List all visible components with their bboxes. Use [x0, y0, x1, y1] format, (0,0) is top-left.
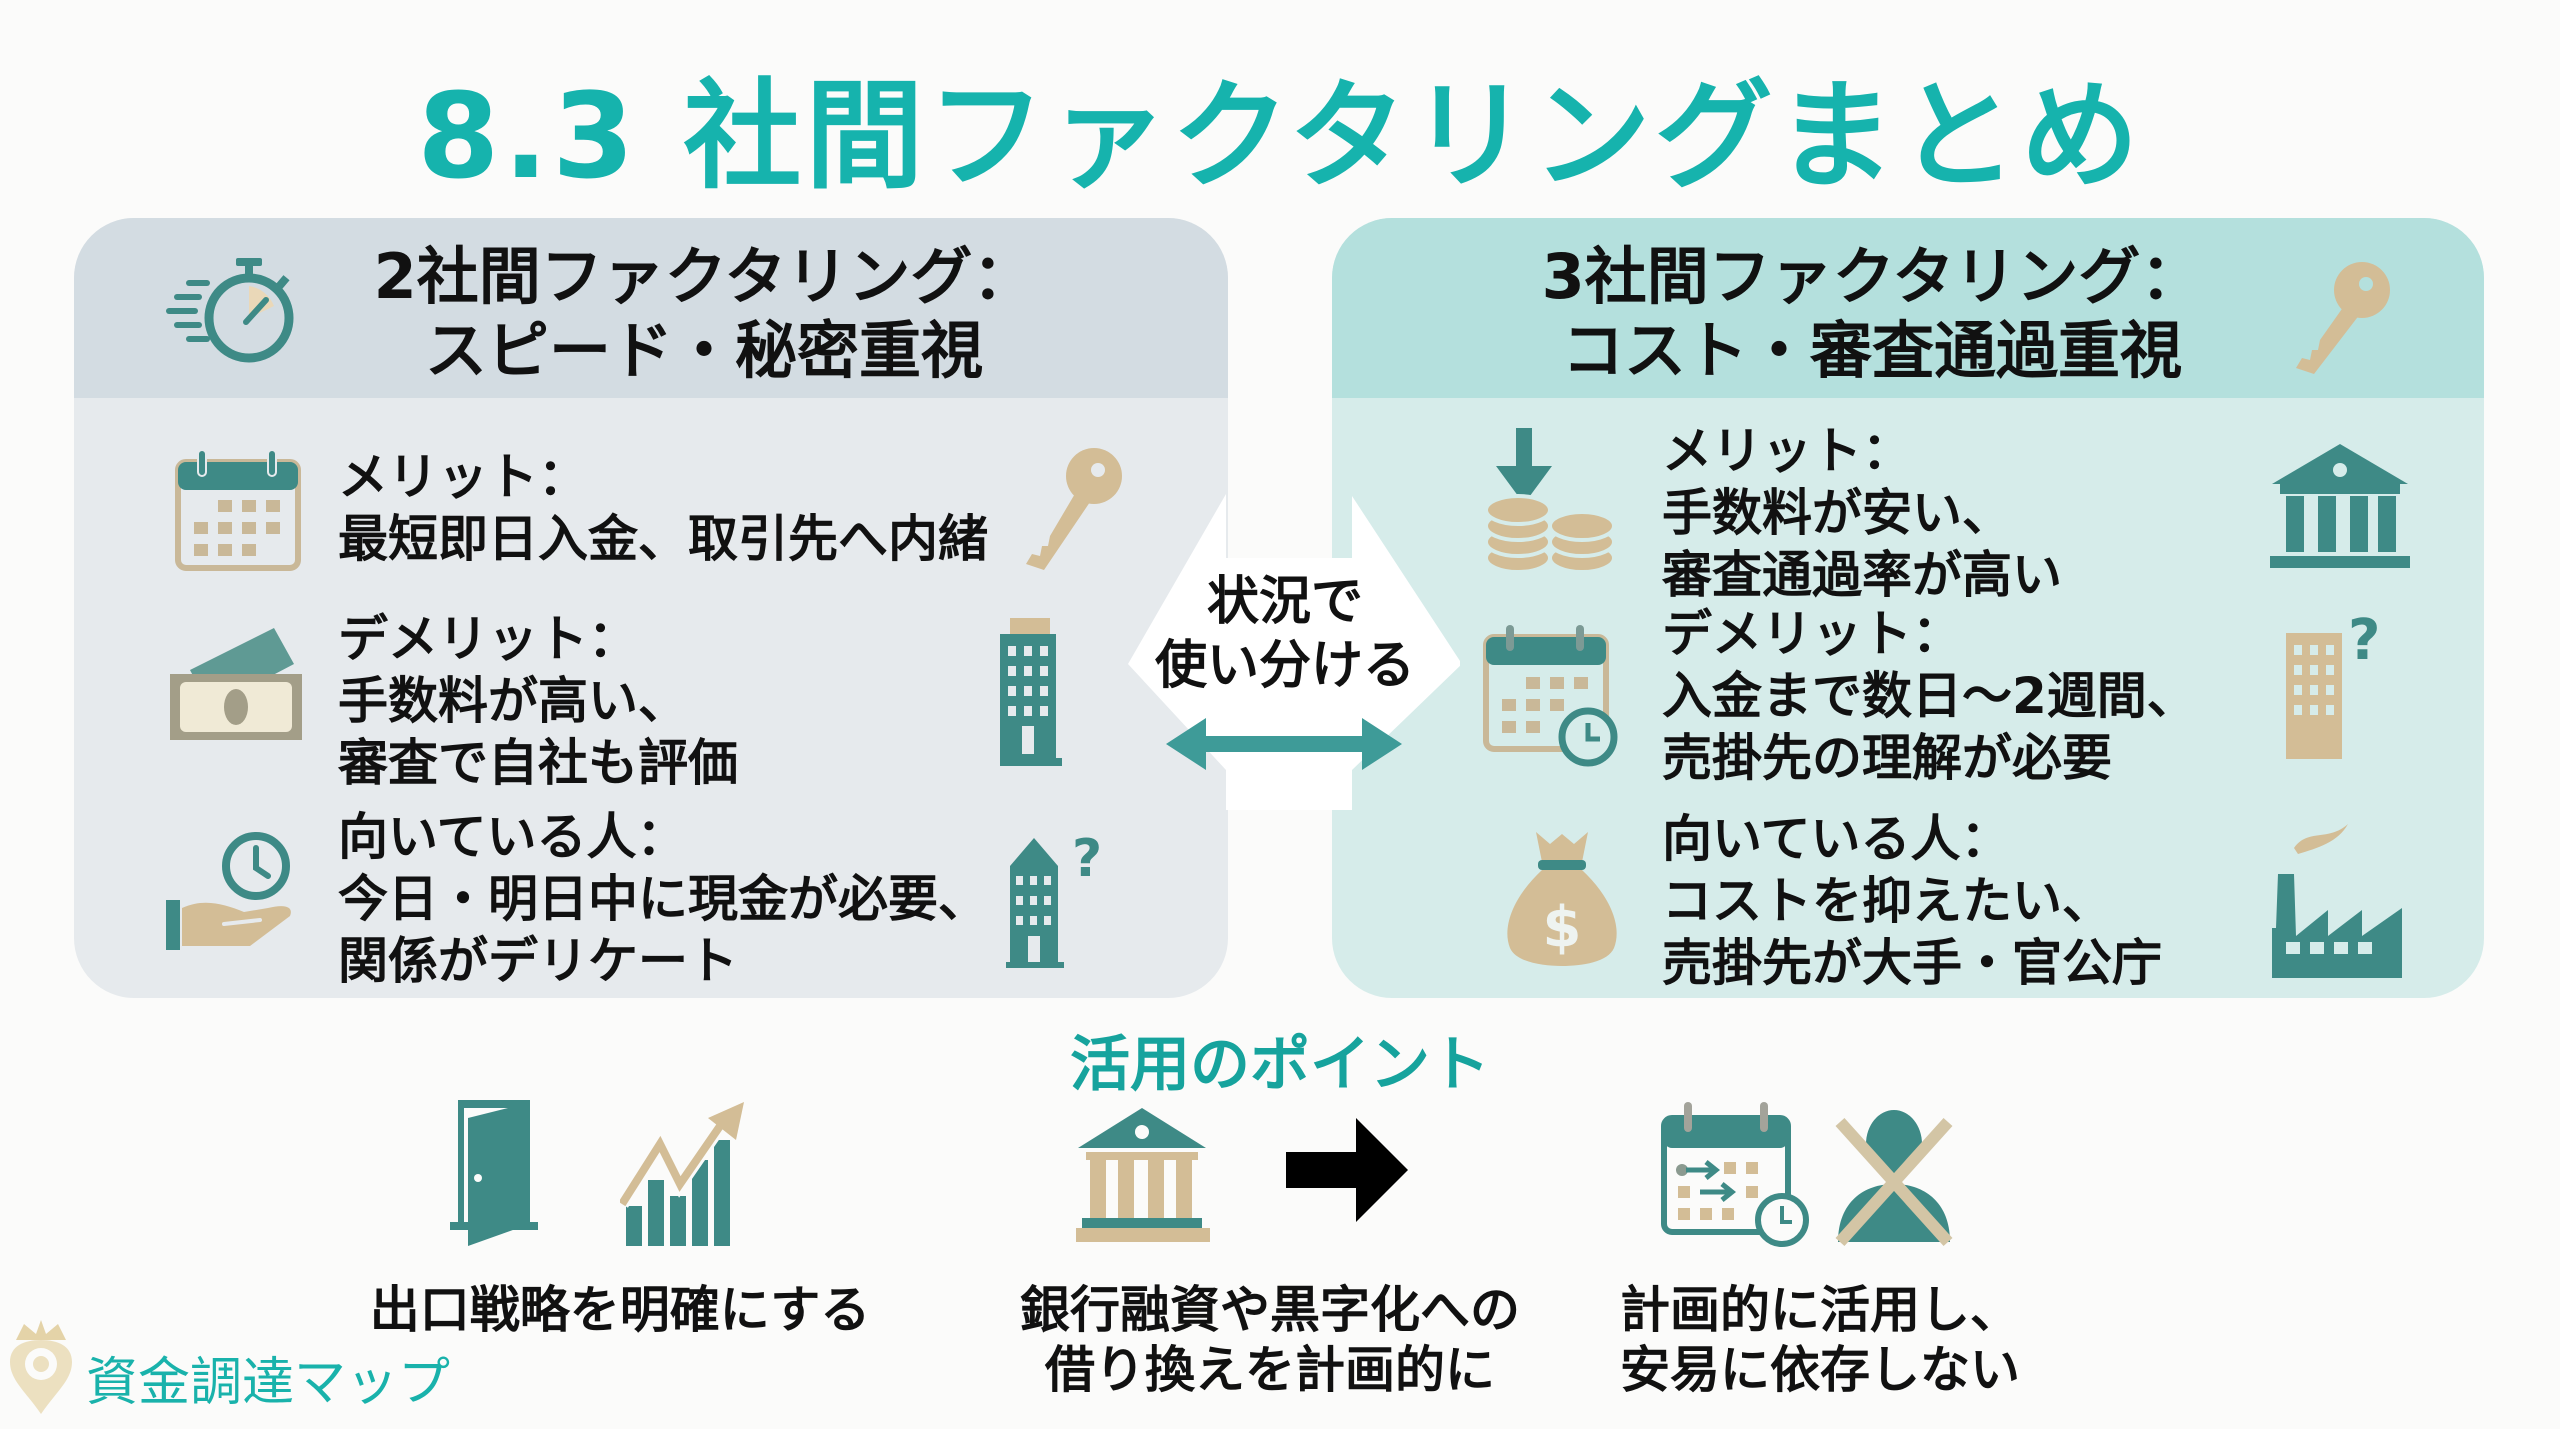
crown-pin-icon: [10, 1320, 72, 1414]
cash-bills-icon: [170, 628, 302, 740]
panel-header: 2社間ファクタリング： スピード・秘密重視: [74, 218, 1228, 398]
panel-header: 3社間ファクタリング： コスト・審査通過重視: [1332, 218, 2484, 398]
svg-text:$: $: [1543, 895, 1582, 960]
coins-down-arrow-icon: [1484, 428, 1616, 574]
growth-chart-icon: [620, 1102, 744, 1246]
point-item-planned-use: 計画的に活用し、 安易に依存しない: [1600, 1100, 2040, 1400]
merit-text: メリット： 手数料が安い、 審査通過率が高い: [1662, 422, 2062, 604]
point-text: 銀行融資や黒字化への 借り換えを計画的に: [1020, 1281, 1520, 1399]
point-text: 計画的に活用し、 安易に依存しない: [1620, 1281, 2020, 1399]
double-arrow-icon: [1166, 718, 1402, 770]
point-text: 出口戦略を明確にする: [369, 1281, 871, 1339]
demerit-text: デメリット： 入金まで数日〜2週間、 売掛先の理解が必要: [1662, 605, 2197, 787]
stopwatch-icon: [166, 258, 294, 363]
calendar-clock-icon: [1483, 625, 1618, 767]
building-question-icon: ?: [2286, 613, 2380, 759]
panel-title: 2社間ファクタリング： スピード・秘密重視: [373, 240, 1035, 387]
center-label: 状況で 使い分ける: [1154, 572, 1415, 696]
key-icon: [1026, 448, 1122, 570]
door-icon: [450, 1100, 538, 1246]
schedule-calendar-icon: [1661, 1102, 1809, 1247]
right-arrow-icon: [1286, 1118, 1408, 1222]
page-title: 8.3 社間ファクタリングまとめ: [417, 67, 2143, 205]
merit-text: メリット： 最短即日入金、取引先へ内緒: [338, 448, 988, 568]
svg-text:?: ?: [1072, 829, 1102, 889]
point-item-refinance: 銀行融資や黒字化への 借り換えを計画的に: [990, 1100, 1550, 1400]
calendar-icon: [175, 449, 301, 571]
suitable-for-text: 向いている人： 今日・明日中に現金が必要、 関係がデリケート: [338, 808, 988, 990]
suitable-for-text: 向いている人： コストを抑えたい、 売掛先が大手・官公庁: [1662, 810, 2162, 992]
demerit-text: デメリット： 手数料が高い、 審査で自社も評価: [338, 610, 738, 792]
brand-logo-text: 資金調達マップ: [86, 1353, 451, 1413]
panel-title: 3社間ファクタリング： コスト・審査通過重視: [1541, 240, 2203, 387]
two-party-factoring-panel: 2社間ファクタリング： スピード・秘密重視 メリット： 最短即日入金、取引先へ内…: [74, 218, 1228, 998]
point-item-exit-strategy: 出口戦略を明確にする: [360, 1100, 880, 1340]
bank-icon: [1076, 1108, 1210, 1242]
office-building-icon: [1000, 618, 1062, 766]
points-title: 活用のポイント: [1070, 1030, 1490, 1100]
person-crossed-icon: [1835, 1110, 1953, 1247]
key-icon: [2296, 262, 2390, 374]
building-question-icon: ?: [1006, 829, 1102, 968]
bank-icon: [2270, 444, 2410, 568]
svg-text:?: ?: [2348, 613, 2380, 673]
three-party-factoring-panel: 3社間ファクタリング： コスト・審査通過重視: [1332, 218, 2484, 998]
hand-clock-icon: [166, 832, 291, 950]
money-bag-icon: $: [1507, 832, 1617, 966]
factory-icon: [2272, 824, 2402, 978]
